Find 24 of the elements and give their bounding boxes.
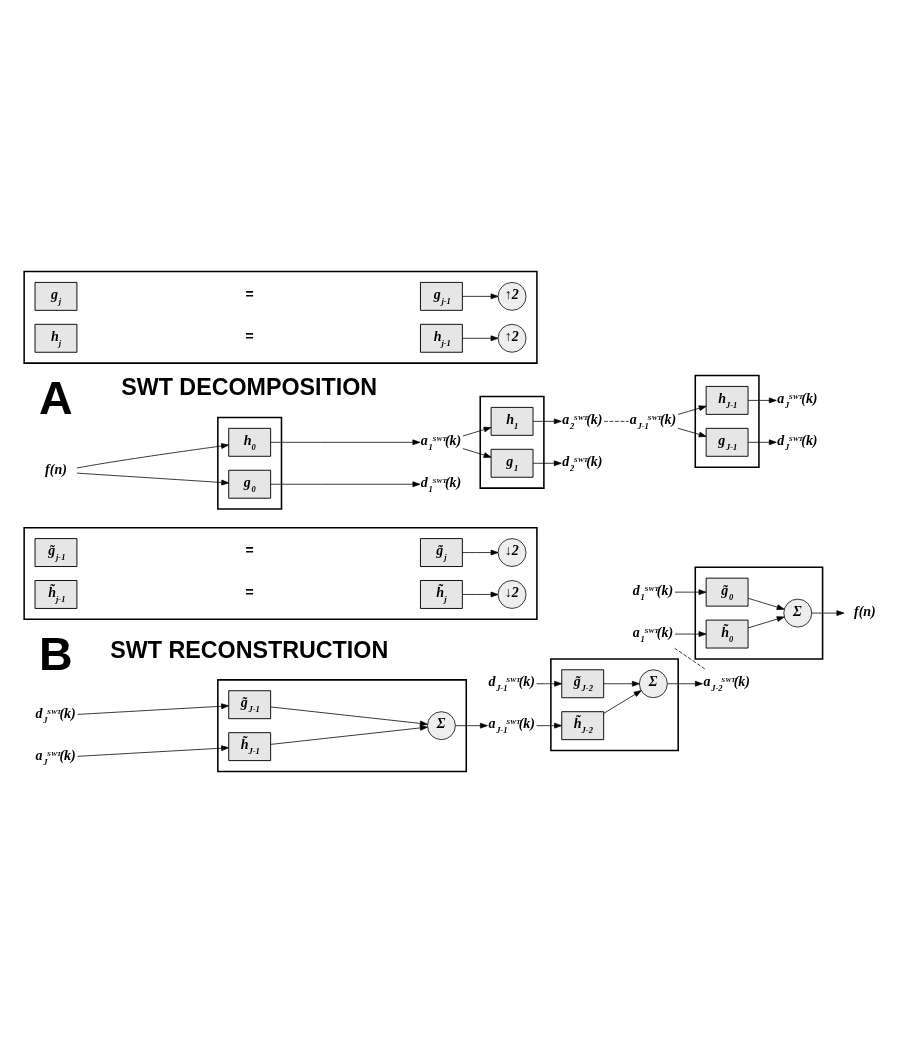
label: = [245,583,254,600]
node-text: a$_{1}$$^{SWT}$(k) [420,432,462,452]
node-text: a$_{J-2}$$^{SWT}$(k) [703,673,750,693]
node-text: f(n) [45,461,67,477]
node-text: a$_{J-1}$$^{SWT}$(k) [629,411,677,431]
label: A [38,371,73,424]
node-text: d$_{J}$$^{SWT}$(k) [35,705,76,725]
node-text: f(n) [854,603,876,619]
node-text: a$_{J-1}$$^{SWT}$(k) [488,715,535,735]
node-text: d$_{J-1}$$^{SWT}$(k) [488,673,535,693]
node-text: d$_{1}$$^{SWT}$(k) [632,582,674,602]
label: B [38,627,73,680]
label: = [245,541,254,558]
node-text: d$_{J}$$^{SWT}$(k) [777,432,818,452]
node-text: a$_{J}$$^{SWT}$(k) [777,390,818,410]
node-text: d$_{1}$$^{SWT}$(k) [420,474,462,494]
label: SWT RECONSTRUCTION [110,636,389,663]
label: = [245,285,254,302]
node-text: d$_{2}$$^{SWT}$(k) [562,453,603,473]
label: SWT DECOMPOSITION [121,373,378,400]
node-text: a$_{J}$$^{SWT}$(k) [35,747,76,767]
label: = [245,327,254,344]
node-text: a$_{2}$$^{SWT}$(k) [562,411,603,431]
node-text: a$_{1}$$^{SWT}$(k) [632,624,674,644]
